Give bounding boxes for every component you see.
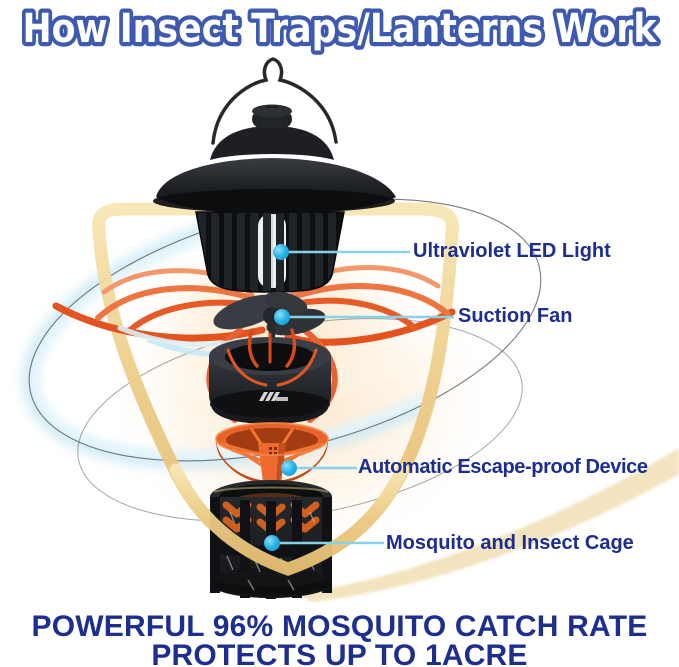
page-title: How Insect Traps/Lanterns Work (18, 2, 662, 57)
label-suction-fan: Suction Fan (458, 305, 573, 327)
callout-connectors (264, 244, 454, 551)
lid-dome (210, 126, 334, 160)
callout-dot-uv-led (273, 244, 289, 260)
shield-front-band (169, 463, 409, 576)
label-uv-led: Ultraviolet LED Light (413, 240, 611, 262)
callout-dot-escape-device (281, 460, 297, 476)
hanging-handle (211, 57, 338, 145)
callout-dot-insect-cage (264, 535, 280, 551)
footer-catch-rate: POWERFUL 96% MOSQUITO CATCH RATE (31, 610, 648, 643)
brand-logo (259, 392, 288, 401)
title-text: How Insect Traps/Lanterns Work (23, 6, 658, 52)
lantern-lid (153, 57, 396, 213)
label-escape-device: Automatic Escape-proof Device (358, 456, 648, 478)
label-insect-cage: Mosquito and Insect Cage (386, 532, 634, 554)
suction-streaks (226, 328, 318, 387)
callout-dot-suction-fan (274, 309, 290, 325)
footer-coverage: PROTECTS UP TO 1ACRE (151, 639, 528, 667)
